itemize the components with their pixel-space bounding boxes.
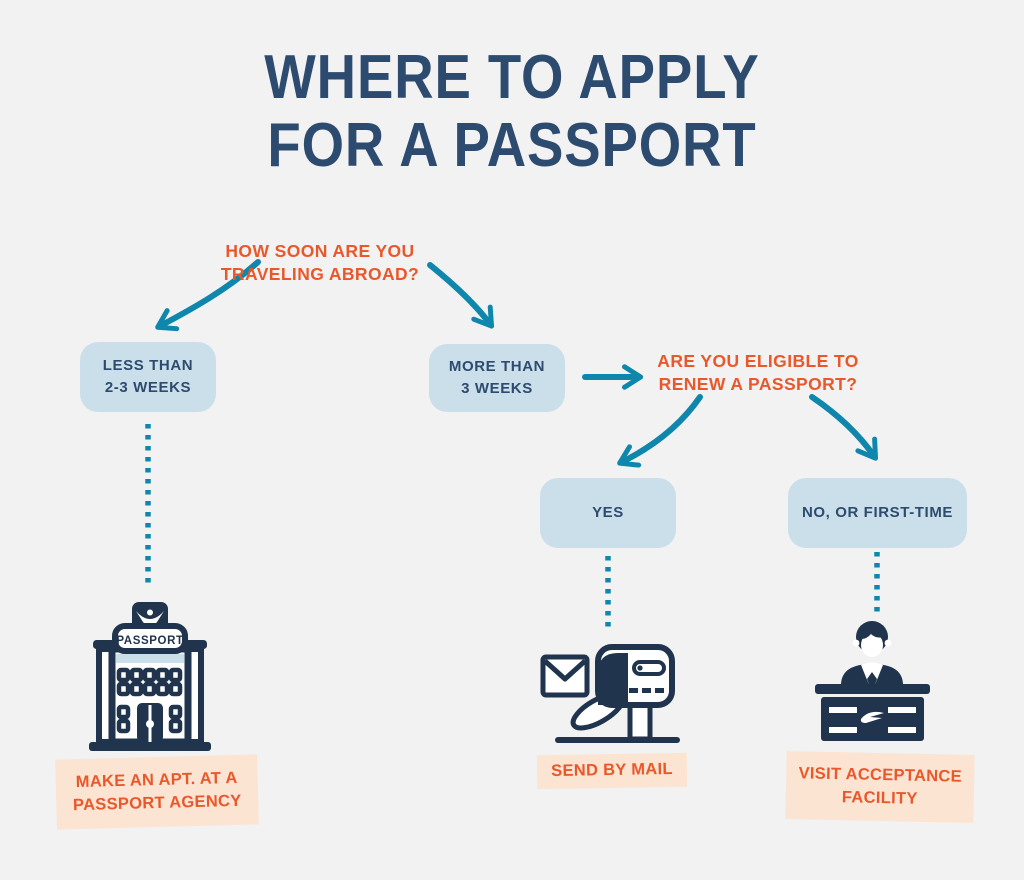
outcome-mail-label: SEND BY MAIL [551,760,673,781]
desk-eagle-logo [860,711,884,723]
node-less-than-2-3-weeks: LESS THAN 2-3 WEEKS [80,342,216,412]
outcome-acceptance-facility: VISIT ACCEPTANCE FACILITY [785,751,975,823]
page-title-line1: WHERE TO APPLY [264,43,760,112]
node-more-than-line2: 3 WEEKS [461,380,533,397]
mailbox-envelope-icon [540,644,680,743]
node-no-label: NO, OR FIRST-TIME [801,504,954,522]
node-yes-label: YES [592,504,624,522]
outcome-send-by-mail: SEND BY MAIL [536,752,688,790]
outcome-facility-line1: VISIT ACCEPTANCE [798,764,963,786]
node-less-than-line2: 2-3 WEEKS [104,379,192,396]
passport-sign [112,623,188,654]
node-yes: YES [540,478,676,548]
passport-agency-building-icon: PASSPORT [89,602,211,751]
clerk-at-desk-icon [815,621,930,741]
question-how-soon-line2: TRAVELING ABROAD? [220,263,420,284]
outcome-agency-line2: PASSPORT AGENCY [72,791,242,815]
mailbox-handle [632,660,666,676]
clerk-tie [867,672,877,693]
eagle-icon [136,611,164,633]
outcome-facility-line2: FACILITY [841,788,918,808]
arrow-q1-to-morethan [427,262,495,329]
question-eligible-line1: ARE YOU ELIGIBLE TO [657,351,859,371]
arrow-q2-to-no [809,394,878,461]
arrow-q1-to-lessthan [155,259,261,332]
question-eligible: ARE YOU ELIGIBLE TO RENEW A PASSPORT? [598,350,918,396]
page-title-line2: FOR A PASSPORT [267,111,757,181]
page-title: WHERE TO APPLY FOR A PASSPORT [61,43,962,181]
outcome-passport-agency: MAKE AN APT. AT A PASSPORT AGENCY [55,754,259,830]
question-eligible-line2: RENEW A PASSPORT? [658,373,858,394]
desk-top [815,684,930,694]
question-how-soon: HOW SOON ARE YOU TRAVELING ABROAD? [160,240,480,286]
node-more-than-line1: MORE THAN [448,358,546,376]
node-no-or-first-time: NO, OR FIRST-TIME [788,478,967,548]
passport-sign-text: PASSPORT [116,635,183,647]
node-more-than-3-weeks: MORE THAN 3 WEEKS [429,344,565,412]
question-how-soon-line1: HOW SOON ARE YOU [225,241,415,261]
arrow-q2-to-yes [617,394,703,468]
node-less-than-line1: LESS THAN [102,357,194,375]
